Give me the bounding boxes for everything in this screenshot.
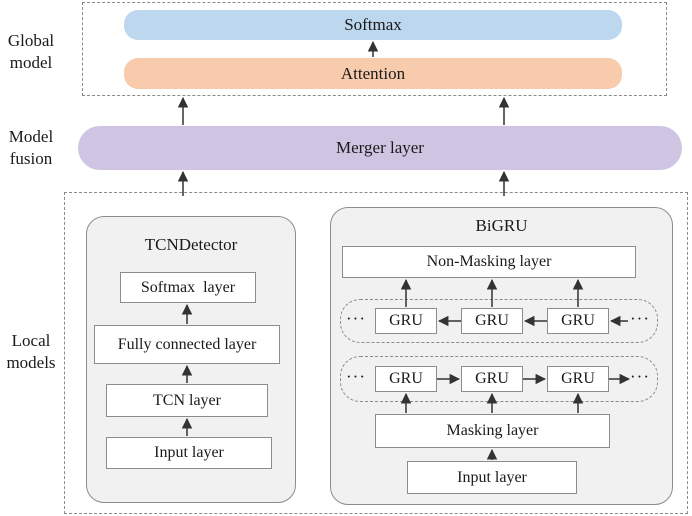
forward-ellipsis-right: ··· xyxy=(630,367,650,386)
tcn-detector-title: TCNDetector xyxy=(144,235,238,254)
merger-layer-block: Merger layer xyxy=(78,126,682,170)
masking-label: Masking layer xyxy=(446,422,539,439)
softmax-block: Softmax xyxy=(124,10,622,40)
backward-gru-row xyxy=(340,299,658,343)
non-masking-layer: Non-Masking layer xyxy=(342,246,636,278)
fully-connected-label: Fully connected layer xyxy=(117,335,257,353)
bigru-input-layer: Input layer xyxy=(407,461,577,494)
forward-gru-3: GRU xyxy=(547,366,609,392)
masking-layer: Masking layer xyxy=(375,414,610,448)
forward-gru-1: GRU xyxy=(375,366,437,392)
bigru-title: BiGRU xyxy=(475,216,528,235)
forward-ellipsis-left: ··· xyxy=(346,367,366,386)
forward-gru-1-label: GRU xyxy=(389,370,423,387)
tcn-input-layer: Input layer xyxy=(106,437,272,469)
backward-gru-2-label: GRU xyxy=(475,312,509,329)
forward-gru-3-label: GRU xyxy=(561,370,595,387)
forward-gru-2: GRU xyxy=(461,366,523,392)
backward-gru-1-label: GRU xyxy=(389,312,423,329)
backward-ellipsis-left: ··· xyxy=(346,309,366,328)
forward-gru-row xyxy=(340,356,658,402)
tcn-input-label: Input layer xyxy=(154,444,224,461)
backward-gru-3: GRU xyxy=(547,308,609,334)
backward-gru-2: GRU xyxy=(461,308,523,334)
fully-connected-layer: Fully connected layer xyxy=(94,325,280,364)
backward-ellipsis-right: ··· xyxy=(630,309,650,328)
backward-gru-1: GRU xyxy=(375,308,437,334)
tcn-softmax-layer: Softmax layer xyxy=(120,272,256,303)
model-fusion-label: Model fusion xyxy=(8,127,54,168)
global-model-label: Global model xyxy=(7,31,55,72)
backward-gru-3-label: GRU xyxy=(561,312,595,329)
merger-label: Merger layer xyxy=(336,138,424,157)
bigru-input-label: Input layer xyxy=(457,468,527,486)
tcn-layer: TCN layer xyxy=(106,384,268,417)
local-models-container xyxy=(64,192,688,514)
global-model-container xyxy=(82,2,667,96)
local-models-label: Local models xyxy=(6,331,56,372)
softmax-label: Softmax xyxy=(344,15,402,34)
tcn-softmax-label: Softmax layer xyxy=(140,278,236,296)
forward-gru-2-label: GRU xyxy=(475,370,509,387)
attention-label: Attention xyxy=(340,63,406,83)
non-masking-label: Non-Masking layer xyxy=(426,253,552,270)
attention-block: Attention xyxy=(124,58,622,89)
tcn-layer-label: TCN layer xyxy=(153,391,221,409)
